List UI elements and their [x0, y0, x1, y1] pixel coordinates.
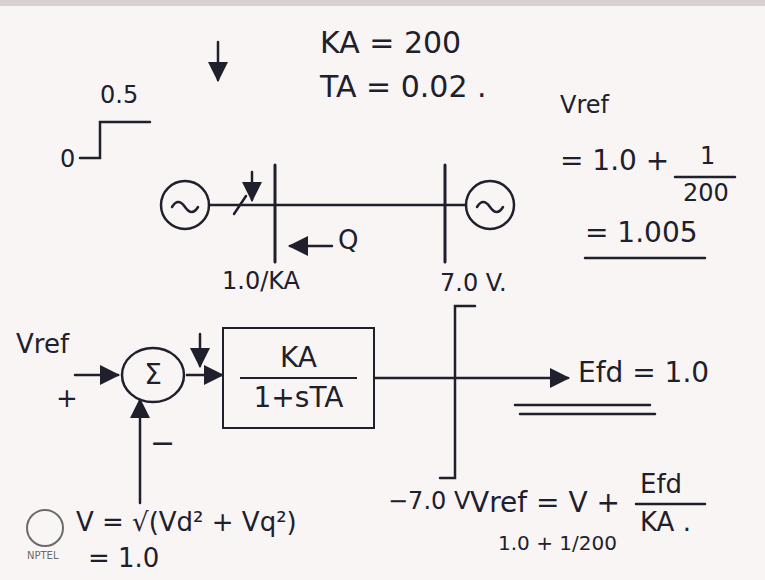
handwritten-label: +: [56, 384, 78, 413]
handwritten-label: = 1.0: [88, 544, 159, 573]
junction-ellipse: [122, 348, 184, 402]
handwritten-label: TA = 0.02 .: [320, 70, 487, 103]
block-text: Σ: [132, 356, 174, 394]
signal-arrow: [75, 374, 118, 377]
logo-mark: [27, 510, 63, 546]
underline: [585, 257, 705, 260]
limiter-symbol: [440, 306, 475, 478]
line-wire: [275, 204, 445, 207]
block-text: KA: [240, 339, 357, 377]
pointer-arrow: [199, 334, 202, 366]
handwritten-label: 0.5: [100, 82, 138, 108]
generator-tilde: [477, 202, 503, 212]
handwritten-label: Efd: [640, 470, 682, 499]
handwritten-label: Efd = 1.0: [578, 358, 709, 389]
breaker-mark: [234, 196, 246, 214]
handwritten-label: 1: [700, 143, 715, 169]
pointer-arrow: [217, 42, 220, 80]
fraction-bar: [636, 503, 705, 506]
bus-bar: [274, 165, 277, 262]
handwritten-label: KA = 200: [320, 26, 461, 59]
summing-junction: Σ: [120, 346, 186, 404]
handwritten-label: V = √(Vd² + Vq²): [76, 508, 297, 537]
handwritten-label: Vref: [560, 92, 609, 118]
handwritten-label: 1.0/KA: [222, 268, 300, 294]
signal-arrow: [139, 400, 142, 503]
paper-edge: [0, 0, 765, 6]
step-input: [80, 122, 150, 158]
transfer-block: KA1+sTA: [222, 327, 375, 429]
handwritten-label: = 1.005: [585, 218, 698, 249]
handwritten-label: 0: [60, 146, 75, 172]
pointer-arrow: [251, 172, 254, 200]
handwritten-label: 1.0 + 1/200: [498, 532, 617, 554]
watermark: NPTEL: [27, 550, 59, 561]
handwritten-label: 7.0 V.: [440, 270, 507, 296]
generator-symbol: [161, 181, 209, 229]
handwritten-label: Vref: [16, 330, 69, 359]
block-text: 1+sTA: [240, 377, 357, 417]
ink: [0, 0, 765, 546]
flow-arrow: [290, 245, 332, 248]
handwritten-label: KA .: [640, 508, 691, 537]
handwritten-label: −: [150, 426, 175, 459]
generator-tilde: [172, 202, 198, 212]
generator-symbol: [466, 181, 514, 229]
fraction-bar: [675, 176, 735, 179]
handwritten-label: Vref = V +: [470, 488, 620, 519]
signal-connector: [186, 374, 222, 377]
handwritten-label: = 1.0 +: [560, 146, 669, 177]
signal-arrow: [375, 377, 568, 380]
handwritten-label: −7.0 V: [388, 488, 470, 514]
line-wire: [445, 204, 466, 207]
bus-bar: [444, 165, 447, 262]
double-underline: [515, 405, 655, 414]
handwritten-label: Q: [338, 226, 358, 255]
handwritten-label: 200: [683, 180, 729, 206]
